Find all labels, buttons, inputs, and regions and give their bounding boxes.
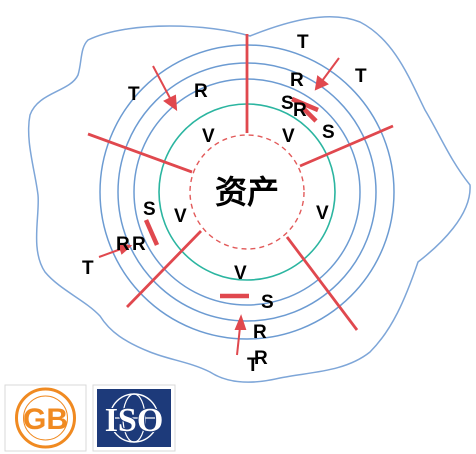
threat-arrow-bottom-head — [234, 314, 247, 330]
risk-label-left-1: R — [116, 234, 130, 255]
asset-core — [189, 134, 305, 250]
value-label-bottom: V — [234, 263, 247, 284]
gb-logo-text: GB — [23, 403, 68, 436]
threat-label-top-right: T — [355, 66, 367, 87]
risk-label-left-2: R — [132, 234, 146, 255]
risk-label-top-right-1: R — [290, 70, 304, 91]
threat-label-bottom: T — [247, 355, 259, 376]
threat-label-top-left: T — [128, 84, 140, 105]
iso-logo: ISO — [92, 384, 176, 452]
spoke-bottom-right — [285, 236, 359, 331]
asset-center-label: 资产 — [215, 173, 279, 211]
safeguard-bar-left — [143, 219, 160, 246]
safeguard-bars — [143, 96, 319, 299]
threat-arrow-left-head — [117, 242, 133, 255]
gb-seal-inner-ring — [23, 395, 68, 441]
threat-arrow-left — [98, 248, 122, 258]
threat-arrow-top-left-head — [163, 94, 178, 112]
safeguard-label-left: S — [143, 199, 156, 220]
environment-boundary — [27, 16, 471, 383]
risk-label-bottom-1: R — [253, 322, 267, 343]
threat-label-top: T — [297, 32, 309, 53]
value-label-left: V — [174, 206, 187, 227]
safeguard-label-top-right: S — [281, 93, 294, 114]
gb-logo: GB — [4, 384, 87, 452]
value-label-top-left: V — [202, 126, 215, 147]
threat-arrows — [98, 57, 340, 356]
threat-arrow-bottom — [236, 326, 241, 356]
value-label-top-right: V — [282, 126, 295, 147]
spoke-left — [87, 132, 193, 174]
value-label-right: V — [316, 203, 329, 224]
spokes — [87, 34, 394, 331]
threat-label-left: T — [82, 258, 94, 279]
risk-label-top-left: R — [194, 81, 208, 102]
safeguard-label-right: S — [322, 122, 335, 143]
safeguard-bar-top-right-1 — [291, 96, 319, 113]
safeguard-label-bottom: S — [261, 292, 274, 313]
risk-label-bottom-2: R — [254, 348, 268, 369]
spoke-bottom-left — [125, 230, 203, 308]
threat-arrow-top-right-head — [314, 75, 329, 91]
threat-arrow-top-right — [321, 57, 340, 82]
gb-seal-ring — [15, 387, 76, 449]
threat-arrow-top-left — [152, 65, 172, 101]
risk-label-top-right-2: R — [293, 100, 307, 121]
iso-logo-text: ISO — [105, 402, 164, 439]
spoke-right-top — [299, 124, 394, 168]
safeguard-bar-top-right-2 — [301, 106, 318, 123]
